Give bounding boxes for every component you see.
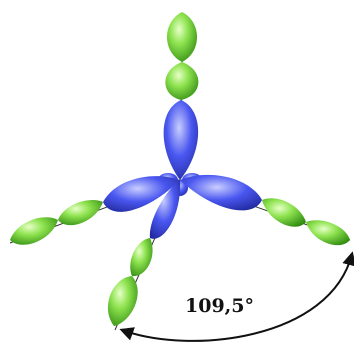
hybrid-orbital-right	[180, 174, 262, 211]
bond-orbital-right-outer	[306, 220, 350, 246]
bond-orbital-down-left-outer	[107, 276, 138, 326]
bond-up	[163, 12, 199, 180]
bond-orbital-right-inner	[262, 198, 306, 227]
angle-arc-arrow	[119, 251, 354, 342]
bond-angle-label: 109,5°	[185, 295, 254, 317]
bond-orbital-left-inner	[58, 200, 103, 226]
bond-left	[10, 176, 180, 245]
hybrid-orbital-left	[103, 176, 180, 212]
bond-orbital-down-left-inner	[130, 238, 153, 277]
bond-orbital-up-inner	[165, 62, 199, 100]
bond-right	[180, 174, 350, 246]
bond-orbital-left-outer	[10, 217, 58, 245]
bond-orbital-up-outer	[167, 12, 197, 62]
hybrid-orbital-down-left	[149, 180, 181, 239]
hybrid-orbital-up	[163, 100, 199, 180]
